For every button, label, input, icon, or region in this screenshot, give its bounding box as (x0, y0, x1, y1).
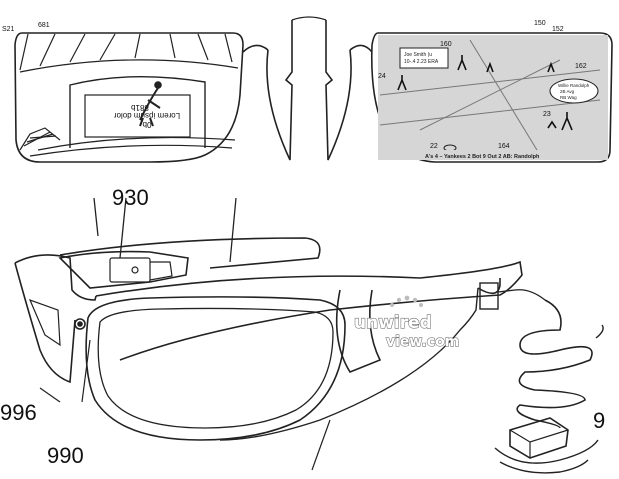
label-160: 160 (440, 41, 452, 48)
left-lens (14, 32, 244, 163)
flipped-caption: Lorem ipsum dolor (114, 111, 181, 120)
ref-996: 996 (0, 400, 37, 425)
label-681: 681 (38, 22, 50, 29)
temple-joint (335, 289, 382, 373)
theater-ceiling-lines (19, 33, 239, 73)
watermark-line-1: unwired (354, 313, 432, 333)
label-s21: S21 (2, 26, 15, 33)
temple-top (59, 237, 321, 269)
flipped-mark: 0b (142, 120, 151, 129)
players (397, 55, 573, 131)
balloon-line-3: RB Wag (560, 95, 577, 100)
front-frame (14, 254, 97, 384)
top-figure-labels: S21 681 0b 881b Lorem ipsum dolor 150 15… (2, 20, 590, 160)
display-module (58, 250, 189, 289)
label-23: 23 (543, 111, 551, 118)
sensor-circle (74, 318, 86, 330)
balloon-line-2: 2B Avg (560, 89, 575, 94)
battery-pack (494, 417, 599, 474)
top-figure (14, 16, 613, 163)
field-lines (379, 39, 601, 156)
popup-line-2: 10-.4 2.23 ERA (404, 59, 439, 65)
ref-930: 930 (112, 185, 149, 210)
popup-line-1: Joe Smith (u (404, 52, 432, 58)
unwired-view-watermark: unwired view.com (353, 295, 460, 351)
score-banner: A's 4 – Yankees 2 Bot 9 Out 2 AB: Randol… (425, 154, 540, 160)
label-164: 164 (498, 143, 510, 150)
stairs (19, 127, 61, 151)
bridge (242, 16, 373, 161)
label-22: 22 (430, 143, 438, 150)
watermark-line-2: view.com (386, 334, 459, 350)
temple-long (95, 260, 523, 361)
label-24: 24 (378, 73, 386, 80)
right-lens (370, 32, 613, 163)
flipped-code: 881b (131, 103, 149, 112)
bottom-figure-labels: 930 996 990 9 (0, 185, 605, 468)
label-150: 150 (534, 20, 546, 27)
label-152: 152 (552, 26, 564, 33)
label-162: 162 (575, 63, 587, 70)
coiled-cable (516, 299, 604, 429)
right-lens-frame (85, 296, 346, 441)
ref-990: 990 (47, 443, 84, 468)
bottom-figure (14, 197, 604, 474)
ref-9: 9 (593, 408, 605, 433)
balloon-line-1: Willie Randolph (558, 83, 590, 88)
